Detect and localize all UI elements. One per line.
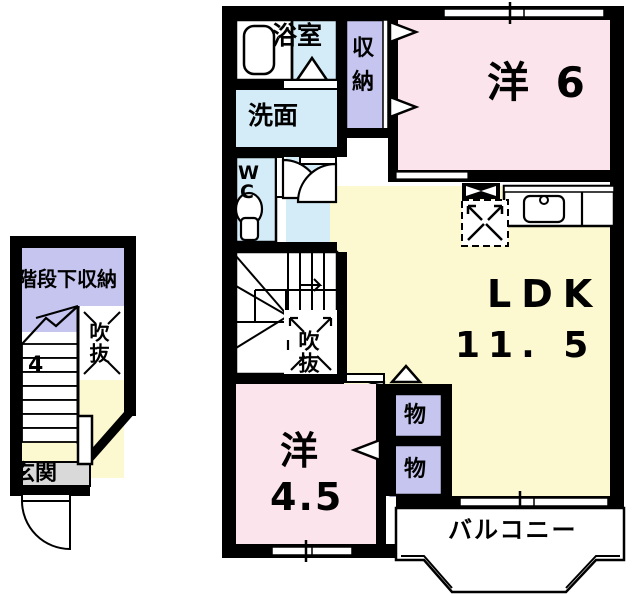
window-room6-top bbox=[443, 2, 605, 24]
window-ldk-bottom bbox=[459, 491, 609, 513]
wall-left bbox=[222, 6, 236, 558]
balcony-label: バルコニー bbox=[448, 516, 578, 544]
entrance-step bbox=[21, 461, 91, 487]
wall-storage-right bbox=[442, 384, 452, 496]
void-left-arrows-icon bbox=[83, 311, 121, 375]
wall-bath-bottom bbox=[236, 80, 284, 90]
ldk-size-label: 11. 5 bbox=[455, 325, 597, 366]
storage-ldk-door-icon bbox=[389, 364, 423, 384]
bathroom-label: 浴室 bbox=[272, 21, 323, 50]
closet-label-shu: 収 bbox=[352, 36, 375, 61]
void-arrows-icon-2 bbox=[286, 316, 333, 371]
room6-fill bbox=[396, 20, 610, 170]
wall-room45-top2 bbox=[222, 374, 344, 384]
wall-washroom-bottom bbox=[236, 147, 337, 157]
wall-right bbox=[610, 6, 624, 496]
closet-slide-arrow-top-icon bbox=[388, 20, 420, 44]
storage-upper-label: 物 bbox=[404, 403, 427, 428]
stair-number-label: 4 bbox=[28, 353, 44, 378]
wall-1f-top bbox=[10, 236, 136, 248]
wall-1f-left bbox=[10, 236, 22, 496]
room45-size-label: 4.5 bbox=[270, 475, 344, 519]
wall-1f-right bbox=[124, 236, 136, 416]
storage-lower-label: 物 bbox=[404, 457, 427, 482]
wall-wc-bottom bbox=[236, 242, 337, 252]
closet-sliding-track bbox=[382, 19, 389, 131]
closet-slide-arrow-bottom-icon bbox=[388, 95, 420, 119]
closet-label-nou: 納 bbox=[352, 70, 375, 95]
bathroom-threshold bbox=[279, 79, 339, 90]
under-stair-storage-label: 階段下収納 bbox=[17, 267, 117, 291]
room6-label: 洋 6 bbox=[487, 58, 591, 107]
entrance-shoe-box bbox=[76, 414, 94, 466]
wall-storage-mid bbox=[386, 437, 444, 445]
stove-icon bbox=[462, 183, 500, 199]
wall-1f-angled bbox=[80, 412, 136, 462]
bathtub-icon bbox=[234, 18, 294, 82]
void-left-label: 吹抜 bbox=[86, 322, 110, 364]
toilet-icon bbox=[234, 191, 264, 242]
wall-room45-right bbox=[376, 384, 386, 558]
wall-closet-bottom bbox=[338, 128, 396, 138]
wall-bath-right bbox=[337, 6, 347, 90]
storage-door-arrow-icon bbox=[350, 438, 382, 462]
wall-closet-right bbox=[388, 6, 398, 176]
wall-washroom-right bbox=[337, 90, 347, 157]
room45-fill-2 bbox=[236, 384, 384, 544]
wc-label-c: C bbox=[240, 181, 254, 203]
entrance-label: 玄関 bbox=[13, 461, 58, 486]
washroom-fill bbox=[236, 90, 337, 147]
closet-hall-fill bbox=[346, 20, 388, 130]
room45-label-yo: 洋 bbox=[280, 429, 323, 473]
wc-label-w: W bbox=[238, 162, 259, 184]
kitchen-counter bbox=[502, 184, 616, 228]
wall-storage-left bbox=[386, 384, 396, 496]
ldk-entry-arrows-icon bbox=[461, 199, 509, 247]
stairs-icon bbox=[235, 252, 337, 349]
wall-storage-top bbox=[386, 384, 444, 394]
window-room45-bottom bbox=[271, 540, 353, 562]
balcony-shape bbox=[394, 506, 626, 594]
hall-door-icon bbox=[296, 156, 338, 204]
washroom-label: 洗面 bbox=[248, 101, 299, 130]
room6-doorway-sill bbox=[395, 171, 469, 180]
void-right-label: 吹抜 bbox=[296, 330, 320, 374]
entrance-door-icon bbox=[20, 493, 71, 551]
wall-void-right bbox=[337, 310, 347, 382]
void-left-box bbox=[80, 306, 124, 380]
ldk-label: LDK bbox=[487, 272, 603, 316]
